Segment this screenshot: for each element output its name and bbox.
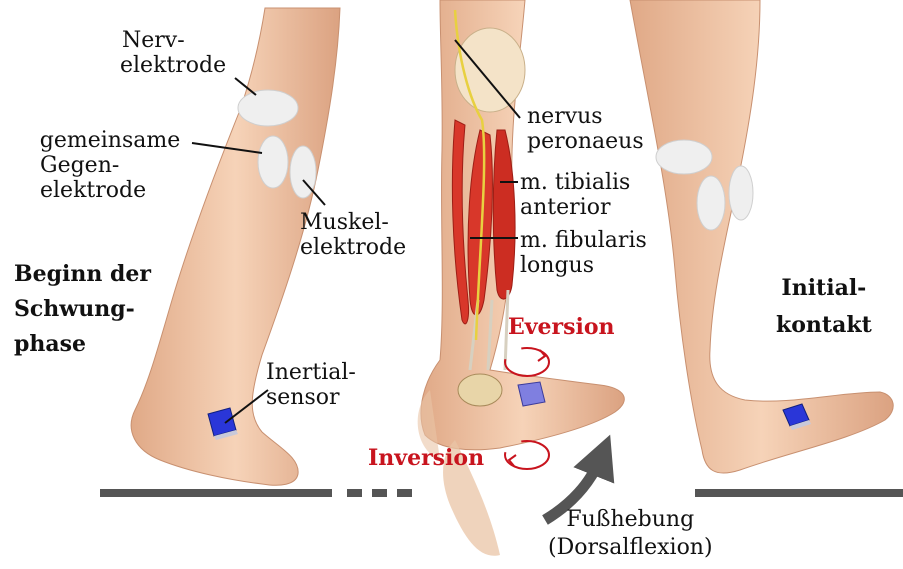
right-electrode-3 xyxy=(729,166,753,220)
label-common-counter-electrode: gemeinsame Gegen- elektrode xyxy=(30,128,190,203)
label-eversion: Eversion xyxy=(508,315,615,340)
label-swing-phase-start: Beginn der Schwung- phase xyxy=(14,257,151,362)
label-nervus-peronaeus: nervus peronaeus xyxy=(527,104,644,154)
label-foot-lift: Fußhebung (Dorsalflexion) xyxy=(548,506,713,562)
label-muscle-electrode: Muskel- elektrode xyxy=(300,210,406,260)
right-electrode-1 xyxy=(656,140,712,174)
label-tibialis-anterior: m. tibialis anterior xyxy=(520,170,630,220)
ground-line xyxy=(100,489,903,497)
label-inertial-sensor: Inertial- sensor xyxy=(266,360,356,410)
nerve-electrode-pad xyxy=(238,90,298,126)
counter-electrode-pad xyxy=(258,136,288,188)
eversion-rotation-arrow xyxy=(505,348,549,376)
label-nerve-electrode: Nerv- elektrode xyxy=(122,28,226,78)
inertial-sensor-middle xyxy=(518,382,545,406)
right-electrode-2 xyxy=(697,176,725,230)
label-fibularis-longus: m. fibularis longus xyxy=(520,228,647,278)
right-leg xyxy=(630,0,893,473)
label-initial-contact: Initial- kontakt xyxy=(776,270,872,344)
label-inversion: Inversion xyxy=(368,446,484,471)
